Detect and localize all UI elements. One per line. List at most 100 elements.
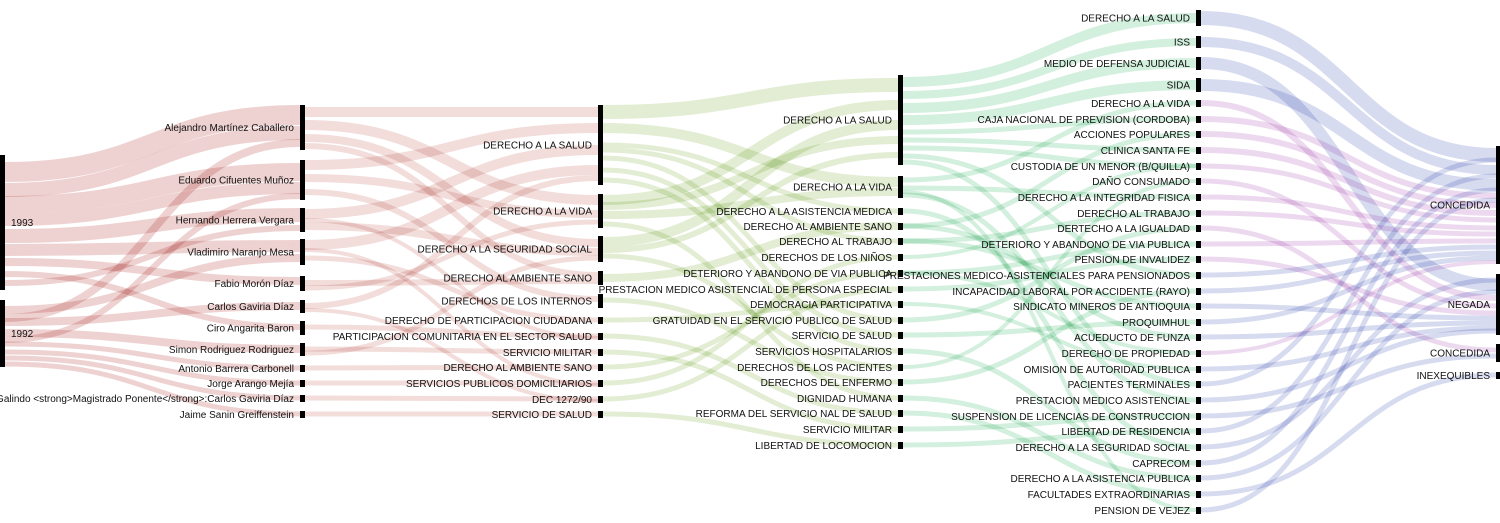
node-bar-decisions-2[interactable] [1496,344,1500,362]
node-bar-cases-6[interactable] [1196,131,1201,138]
node-bar-cases-8[interactable] [1196,163,1201,170]
node-bar-cases-29[interactable] [1196,491,1201,498]
node-bar-topics-7[interactable] [898,286,903,293]
node-bar-judges-7[interactable] [300,343,305,356]
node-bar-rights-4[interactable] [598,294,603,308]
node-bar-topics-1[interactable] [898,176,903,198]
node-bar-cases-20[interactable] [1196,350,1201,357]
sankey-links [4,11,1497,513]
node-bar-cases-27[interactable] [1196,460,1201,467]
node-bar-topics-9[interactable] [898,317,903,324]
node-bar-cases-1[interactable] [1196,36,1201,48]
flow-link-104 [1200,147,1497,216]
node-bar-rights-1[interactable] [598,194,603,228]
node-bar-rights-10[interactable] [598,396,603,403]
node-bar-topics-12[interactable] [898,364,903,371]
node-bar-cases-16[interactable] [1196,288,1201,295]
node-bar-rights-0[interactable] [598,105,603,185]
node-label-rights-1: DERECHO A LA VIDA [493,207,592,218]
node-bar-years-1[interactable] [0,300,5,367]
node-bar-cases-13[interactable] [1196,241,1201,248]
node-bar-judges-3[interactable] [300,239,305,265]
node-bar-judges-10[interactable] [300,395,305,402]
node-bar-cases-12[interactable] [1196,225,1201,232]
node-bar-topics-16[interactable] [898,426,903,433]
node-label-rights-11: SERVICIO DE SALUD [492,410,592,421]
node-label-judges-7: Simon Rodriguez Rodriguez [169,345,294,356]
node-bar-topics-5[interactable] [898,254,903,261]
node-bar-cases-14[interactable] [1196,256,1201,263]
node-bar-judges-8[interactable] [300,365,305,372]
node-bar-decisions-1[interactable] [1496,274,1500,335]
flow-link-2 [4,163,301,214]
flow-link-95 [902,428,1197,448]
flow-link-13 [4,349,301,386]
node-label-cases-5: CAJA NACIONAL DE PREVISION (CORDOBA) [978,115,1190,126]
node-bar-topics-6[interactable] [898,270,903,277]
node-bar-rights-9[interactable] [598,380,603,387]
node-label-rights-10: DEC 1272/90 [532,395,592,406]
node-bar-cases-22[interactable] [1196,381,1201,388]
node-bar-judges-2[interactable] [300,208,305,232]
node-bar-rights-6[interactable] [598,333,603,340]
node-bar-judges-5[interactable] [300,300,305,313]
node-bar-cases-11[interactable] [1196,210,1201,217]
node-bar-cases-9[interactable] [1196,178,1201,185]
node-bar-rights-2[interactable] [598,236,603,262]
node-label-decisions-2: CONCEDIDA [1430,349,1490,360]
node-bar-topics-10[interactable] [898,332,903,339]
node-bar-rights-8[interactable] [598,364,603,371]
node-bar-judges-1[interactable] [300,160,305,200]
node-bar-cases-0[interactable] [1196,10,1201,26]
node-bar-rights-5[interactable] [598,317,603,324]
node-bar-cases-4[interactable] [1196,100,1201,107]
node-bar-judges-4[interactable] [300,276,305,291]
node-bar-topics-3[interactable] [898,223,903,230]
node-bar-cases-10[interactable] [1196,194,1201,201]
node-bar-years-0[interactable] [0,155,5,290]
node-bar-judges-6[interactable] [300,321,305,335]
node-bar-topics-4[interactable] [898,238,903,245]
node-bar-topics-13[interactable] [898,379,903,386]
node-label-topics-1: DERECHO A LA VIDA [793,183,892,194]
node-bar-topics-15[interactable] [898,410,903,417]
node-bar-topics-8[interactable] [898,301,903,308]
node-label-cases-13: DETERIORO Y ABANDONO DE VIA PUBLICA [981,240,1190,251]
node-bar-cases-18[interactable] [1196,319,1201,326]
flow-link-66 [902,38,1197,99]
node-bar-cases-3[interactable] [1196,78,1201,92]
node-bar-cases-15[interactable] [1196,272,1201,279]
node-label-cases-6: ACCIONES POPULARES [1074,130,1190,141]
flow-link-78 [902,131,1197,229]
node-label-cases-12: DERTECHO A LA IGUALDAD [1057,224,1190,235]
node-bar-cases-5[interactable] [1196,116,1201,123]
node-bar-cases-17[interactable] [1196,303,1201,310]
node-bar-cases-19[interactable] [1196,334,1201,341]
node-bar-rights-11[interactable] [598,411,603,418]
node-bar-judges-0[interactable] [300,105,305,150]
node-bar-decisions-0[interactable] [1496,146,1500,264]
node-bar-cases-23[interactable] [1196,397,1201,404]
flow-link-123 [1200,277,1497,450]
node-bar-judges-9[interactable] [300,380,305,387]
node-bar-cases-2[interactable] [1196,57,1201,70]
node-bar-topics-17[interactable] [898,442,903,449]
node-bar-topics-0[interactable] [898,75,903,165]
node-bar-cases-25[interactable] [1196,428,1201,435]
flow-link-33 [304,255,599,356]
node-bar-cases-7[interactable] [1196,147,1201,154]
node-bar-cases-30[interactable] [1196,507,1201,514]
node-label-cases-21: OMISION DE AUTORIDAD PUBLICA [1023,365,1190,376]
node-bar-cases-28[interactable] [1196,475,1201,482]
node-bar-topics-11[interactable] [898,348,903,355]
node-bar-cases-21[interactable] [1196,366,1201,373]
node-bar-topics-2[interactable] [898,208,903,215]
node-bar-rights-7[interactable] [598,349,603,356]
node-bar-cases-26[interactable] [1196,444,1201,451]
node-bar-cases-24[interactable] [1196,413,1201,420]
node-bar-topics-14[interactable] [898,395,903,402]
node-bar-judges-11[interactable] [300,411,305,418]
node-bar-decisions-3[interactable] [1496,372,1500,379]
node-bar-rights-3[interactable] [598,271,603,285]
flow-link-83 [902,241,1197,276]
